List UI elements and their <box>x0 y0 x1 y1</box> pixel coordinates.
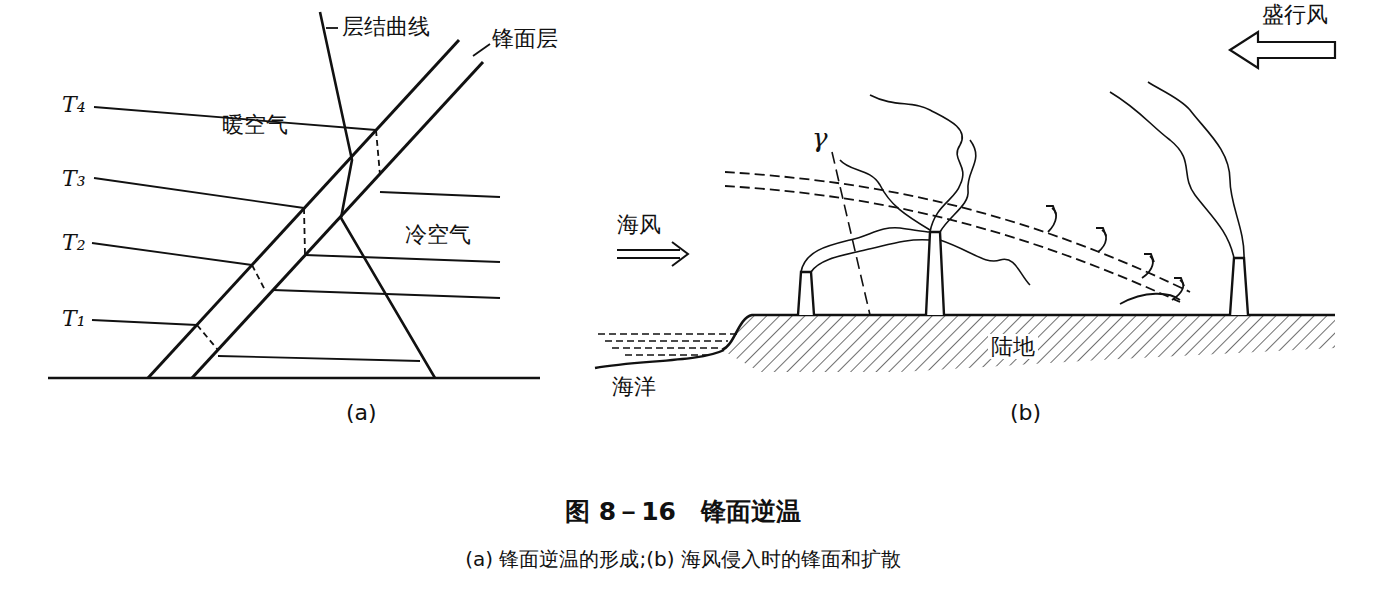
isotherm-label: T₂ <box>62 230 86 255</box>
chimney <box>798 232 1248 315</box>
isotherm-label: T₄ <box>62 92 86 117</box>
smoke-plume <box>801 82 1244 285</box>
panel-a <box>48 12 540 378</box>
wind-label: 盛行风 <box>1262 2 1328 27</box>
sea-water <box>598 334 738 355</box>
air-mass-label: 冷空气 <box>405 222 471 247</box>
lapse-rate-curve <box>320 12 435 378</box>
region-label: 海洋 <box>612 374 656 399</box>
land-hatch <box>722 315 1335 372</box>
symbol-label: γ <box>812 124 828 154</box>
region-label: 陆地 <box>988 334 1038 359</box>
leader-line <box>473 44 490 56</box>
sea-breeze-arrow <box>617 242 688 266</box>
prevailing-wind-arrow <box>1230 32 1335 68</box>
panel-label: (b) <box>1010 400 1041 425</box>
air-mass-label: 暖空气 <box>222 112 288 137</box>
sea-bed <box>595 350 724 368</box>
front-boundary <box>148 40 459 378</box>
front-boundary <box>192 62 483 378</box>
wind-label: 海风 <box>617 212 661 237</box>
eddy-arrow <box>1046 206 1184 304</box>
sea-breeze-front <box>725 172 1190 302</box>
layer-label: 锋面层 <box>492 26 558 51</box>
figure-caption: (a) 锋面逆温的形成;(b) 海风侵入时的锋面和扩散 <box>0 548 1372 571</box>
panel-b <box>595 32 1335 372</box>
isotherm-label: T₁ <box>62 306 86 331</box>
figure-title: 图 8－16 锋面逆温 <box>0 498 1372 527</box>
isotherm-label: T₃ <box>62 166 86 191</box>
curve-label: 层结曲线 <box>342 14 430 39</box>
lapse-line <box>832 152 870 315</box>
panel-label: (a) <box>346 400 377 425</box>
leader-line <box>326 27 338 29</box>
isotherms <box>92 107 500 361</box>
ground-line <box>48 377 540 379</box>
